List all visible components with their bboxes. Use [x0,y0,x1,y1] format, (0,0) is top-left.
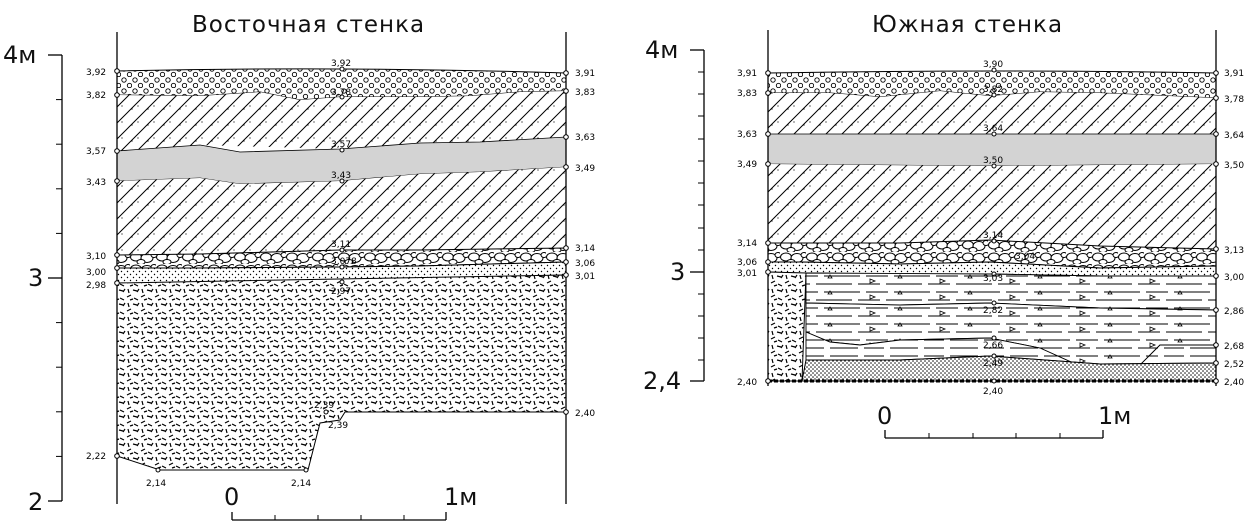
south-label-2-40-right: 2,40 [1224,378,1244,388]
east-points [114,66,569,473]
south-scale-label-4m: 4м [645,36,678,64]
south-label-3-91-right: 3,91 [1224,69,1244,79]
south-label-3-50-center: 3,50 [983,156,1003,166]
south-label-3-00-right: 3,00 [1224,273,1244,283]
south-scale-bar: 0 1м [877,402,1131,439]
south-label-3-14-center: 3,14 [983,231,1003,241]
east-scale-zero: 0 [224,483,239,511]
east-label-3-10-left: 3,10 [86,252,106,262]
south-label-2-52-right: 2,52 [1224,360,1244,370]
south-label-3-83-left: 3,83 [737,89,757,99]
scale-label-3: 3 [28,264,43,292]
east-depth-scale: 4м 3 2 [3,41,63,516]
east-label-3-82-left: 3,82 [86,91,106,101]
south-scale-zero: 0 [877,402,892,430]
east-label-3-43-center: 3,43 [331,171,351,181]
east-label-3-78-center: 3,78 [331,88,351,98]
south-label-3-13-right: 3,13 [1224,246,1244,256]
south-label-2-66-center: 2,66 [983,341,1003,351]
east-label-2-22-left: 2,22 [86,452,106,462]
south-label-3-14-left: 3,14 [737,239,757,249]
east-label-3-92-center: 3,92 [331,59,351,69]
east-scale-bar: 0 1м [224,483,477,521]
south-label-2-86-right: 2,86 [1224,307,1244,317]
south-label-3-01-left: 3,01 [737,269,757,279]
south-wall-section: 4м 3 2,4 Южная стенка [643,12,1244,439]
east-label-3-11-center: 3,11 [331,240,351,250]
east-label-3-49-right: 3,49 [575,164,595,174]
east-label-2-14-b: 2,14 [291,479,311,489]
east-label-2-39-b: 2,39 [328,421,348,431]
south-scale-label-3: 3 [670,258,685,286]
south-label-2-49-center: 2,49 [983,359,1003,369]
south-label-2-82-center: 2,82 [983,306,1003,316]
south-label-3-06-left: 3,06 [737,258,757,268]
east-label-3-92-left: 3,92 [86,68,106,78]
south-scale-label-2-4: 2,4 [643,367,681,395]
east-label-3-83-right: 3,83 [575,88,595,98]
south-label-2-68-right: 2,68 [1224,342,1244,352]
east-layers [116,68,567,471]
east-label-2-14-a: 2,14 [146,479,166,489]
south-label-3-90-center: 3,90 [983,60,1003,70]
south-label-3-64-right: 3,64 [1224,131,1244,141]
south-label-3-50-right: 3,50 [1224,161,1244,171]
east-label-3-57-left: 3,57 [86,147,106,157]
east-label-3-14-right: 3,14 [575,244,595,254]
east-label-3-06-right: 3,06 [575,259,595,269]
east-label-2-98-left: 2,98 [86,281,106,291]
south-label-3-63-left: 3,63 [737,130,757,140]
east-label-3-00-left: 3,00 [86,268,106,278]
east-label-2-40-right: 2,40 [575,409,595,419]
east-label-2-39-a: 2,39 [314,401,334,411]
south-depth-scale: 4м 3 2,4 [643,36,705,395]
south-label-2-40-center: 2,40 [983,387,1003,397]
east-label-3-01-right: 3,01 [575,272,595,282]
scale-label-2: 2 [28,488,43,516]
south-label-3-82-center: 3,82 [983,85,1003,95]
east-label-2-97-center: 2,97 [331,287,351,297]
south-label-3-78-right: 3,78 [1224,95,1244,105]
south-scale-one: 1м [1098,402,1131,430]
east-label-3-91-right: 3,91 [575,69,595,79]
south-label-3-49-left: 3,49 [737,160,757,170]
south-label-3-91-left: 3,91 [737,69,757,79]
south-label-3-04-center: 3,04 [1015,252,1035,262]
east-label-3-63-right: 3,63 [575,133,595,143]
east-label-3-078-center: 3,078 [331,257,357,267]
east-wall-section: 4м 3 2 Восточная стенка [3,12,595,521]
south-wall-title: Южная стенка [872,12,1063,38]
south-layers [767,70,1217,383]
scale-label-4m: 4м [3,41,36,69]
south-points [765,67,1219,384]
south-label-2-40-left: 2,40 [737,378,757,388]
east-wall-title: Восточная стенка [192,12,425,38]
south-label-3-03-center: 3,03 [983,274,1003,284]
east-label-3-43-left: 3,43 [86,178,106,188]
east-label-3-57-center: 3,57 [331,140,351,150]
south-label-3-64-center: 3,64 [983,124,1003,134]
east-scale-one: 1м [444,483,477,511]
